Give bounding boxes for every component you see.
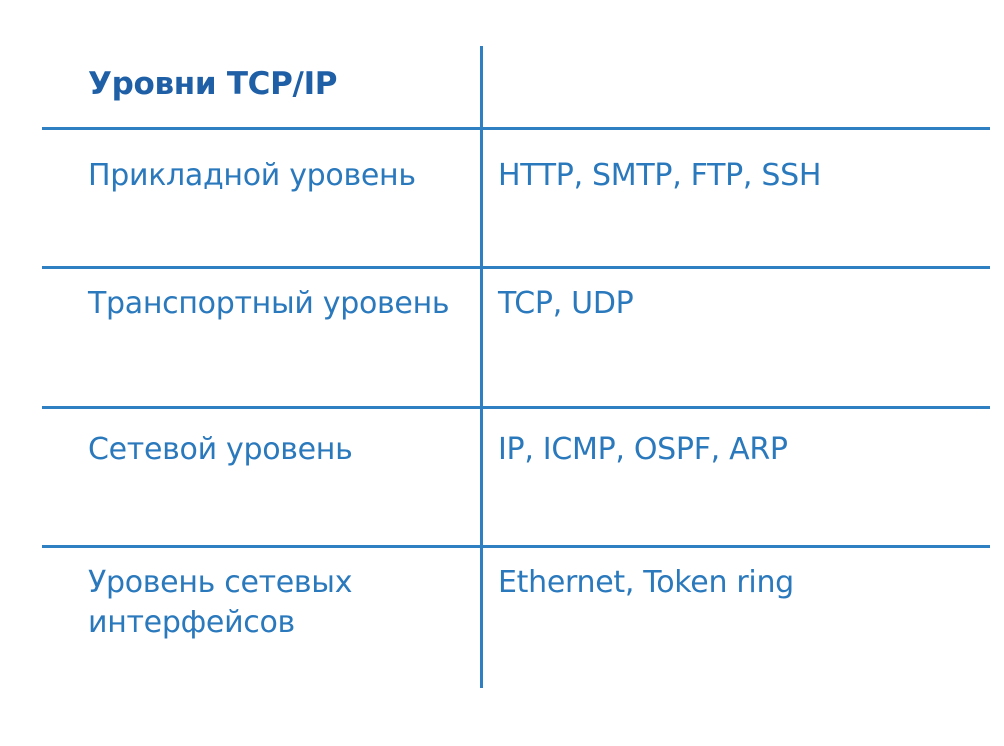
protocols-network-interface: Ethernet, Token ring: [498, 565, 794, 600]
table-header-title: Уровни TCP/IP: [88, 66, 338, 102]
protocols-network: IP, ICMP, OSPF, ARP: [498, 432, 788, 467]
table-row-divider: [42, 127, 990, 130]
table-row-divider: [42, 406, 990, 409]
protocols-transport: TCP, UDP: [498, 286, 634, 321]
layer-name-transport: Транспортный уровень: [88, 286, 450, 321]
table-row-divider: [42, 266, 990, 269]
table-row-divider: [42, 545, 990, 548]
layer-name-network: Сетевой уровень: [88, 432, 353, 467]
protocols-application: HTTP, SMTP, FTP, SSH: [498, 158, 822, 193]
table-column-divider: [480, 46, 483, 688]
layer-name-network-interface: Уровень сетевых интерфейсов: [88, 565, 353, 640]
layer-name-application: Прикладной уровень: [88, 158, 416, 193]
